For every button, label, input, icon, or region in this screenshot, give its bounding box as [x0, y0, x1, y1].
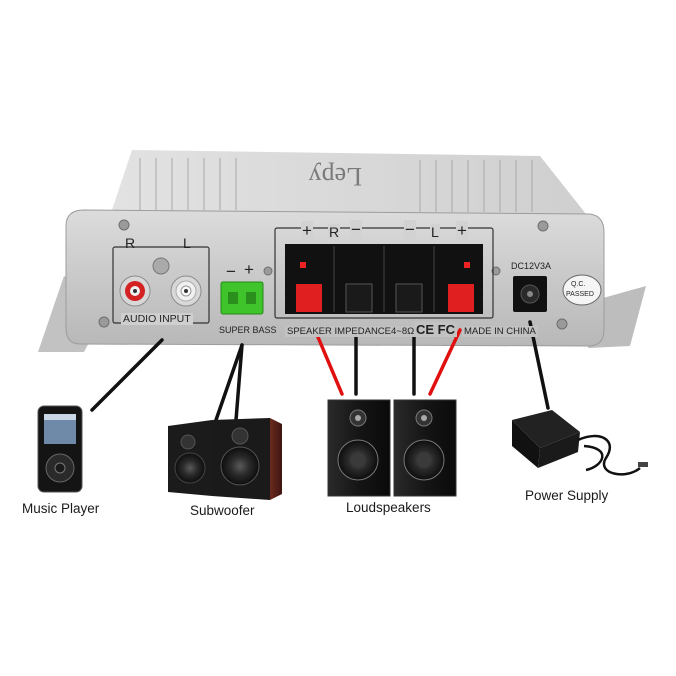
sub-terminal-screw-plus	[246, 292, 256, 304]
ce-fc-mark: CE FC	[414, 322, 457, 337]
spk-r-label: R	[328, 224, 341, 240]
input-mount-screw	[152, 257, 170, 275]
audio-channel-l-label: L	[183, 235, 191, 251]
sub-terminal-screw-minus	[228, 292, 238, 304]
super-bass-label: SUPER BASS	[219, 325, 277, 335]
speaker-terminal-frame	[274, 227, 494, 319]
spk-l-minus-label: −	[404, 220, 416, 240]
wire-sub-plus	[234, 343, 244, 422]
subwoofer-image	[168, 418, 282, 500]
dc-rating-label: DC12V3A	[511, 261, 552, 271]
power-supply-image	[512, 410, 648, 476]
spk-l-plus-label: +	[456, 221, 468, 241]
spk-l-label: L	[430, 224, 440, 240]
wire-l-plus	[428, 328, 462, 396]
rca-jack-left[interactable]	[170, 275, 202, 307]
brand-mark: Lepy	[309, 162, 362, 191]
amplifier: Lepy	[38, 150, 646, 352]
music-player-image	[37, 405, 83, 493]
speaker-terminal-divisions	[333, 246, 435, 312]
speaker-clip-r-minus[interactable]	[345, 283, 373, 313]
audio-input-label: AUDIO INPUT	[121, 313, 193, 325]
heatsink-fins	[139, 158, 533, 212]
qc-passed-sticker	[562, 274, 602, 306]
loudspeakers-image	[327, 399, 457, 497]
speaker-clip-l-plus[interactable]	[448, 284, 474, 312]
music-player-caption: Music Player	[22, 501, 100, 516]
qc-line1: Q.C.	[571, 281, 586, 288]
rca-jack-right[interactable]	[119, 275, 151, 307]
speaker-clip-l-minus[interactable]	[395, 283, 423, 313]
audio-channel-r-label: R	[125, 235, 136, 251]
panel-screws	[98, 219, 568, 330]
r-plus-indicator	[300, 262, 306, 268]
connection-wires	[90, 320, 550, 422]
speaker-impedance-label: SPEAKER IMPEDANCE4~8Ω	[285, 326, 417, 337]
sub-minus-label: −	[226, 262, 236, 281]
qc-line2: PASSED	[566, 291, 594, 298]
l-plus-indicator	[464, 262, 470, 268]
subwoofer-terminal[interactable]	[220, 281, 264, 315]
spk-r-plus-label: +	[301, 221, 313, 241]
sub-plus-label: +	[244, 260, 254, 279]
wire-r-plus	[313, 328, 344, 396]
power-supply-caption: Power Supply	[525, 488, 609, 503]
spk-r-minus-label: −	[350, 220, 362, 240]
loudspeakers-caption: Loudspeakers	[346, 500, 431, 515]
subwoofer-caption: Subwoofer	[190, 503, 255, 518]
wire-sub-minus	[214, 343, 244, 422]
made-in-label: MADE IN CHINA	[462, 326, 538, 337]
wire-audio-to-player	[90, 338, 164, 412]
speaker-clip-r-plus[interactable]	[296, 284, 322, 312]
